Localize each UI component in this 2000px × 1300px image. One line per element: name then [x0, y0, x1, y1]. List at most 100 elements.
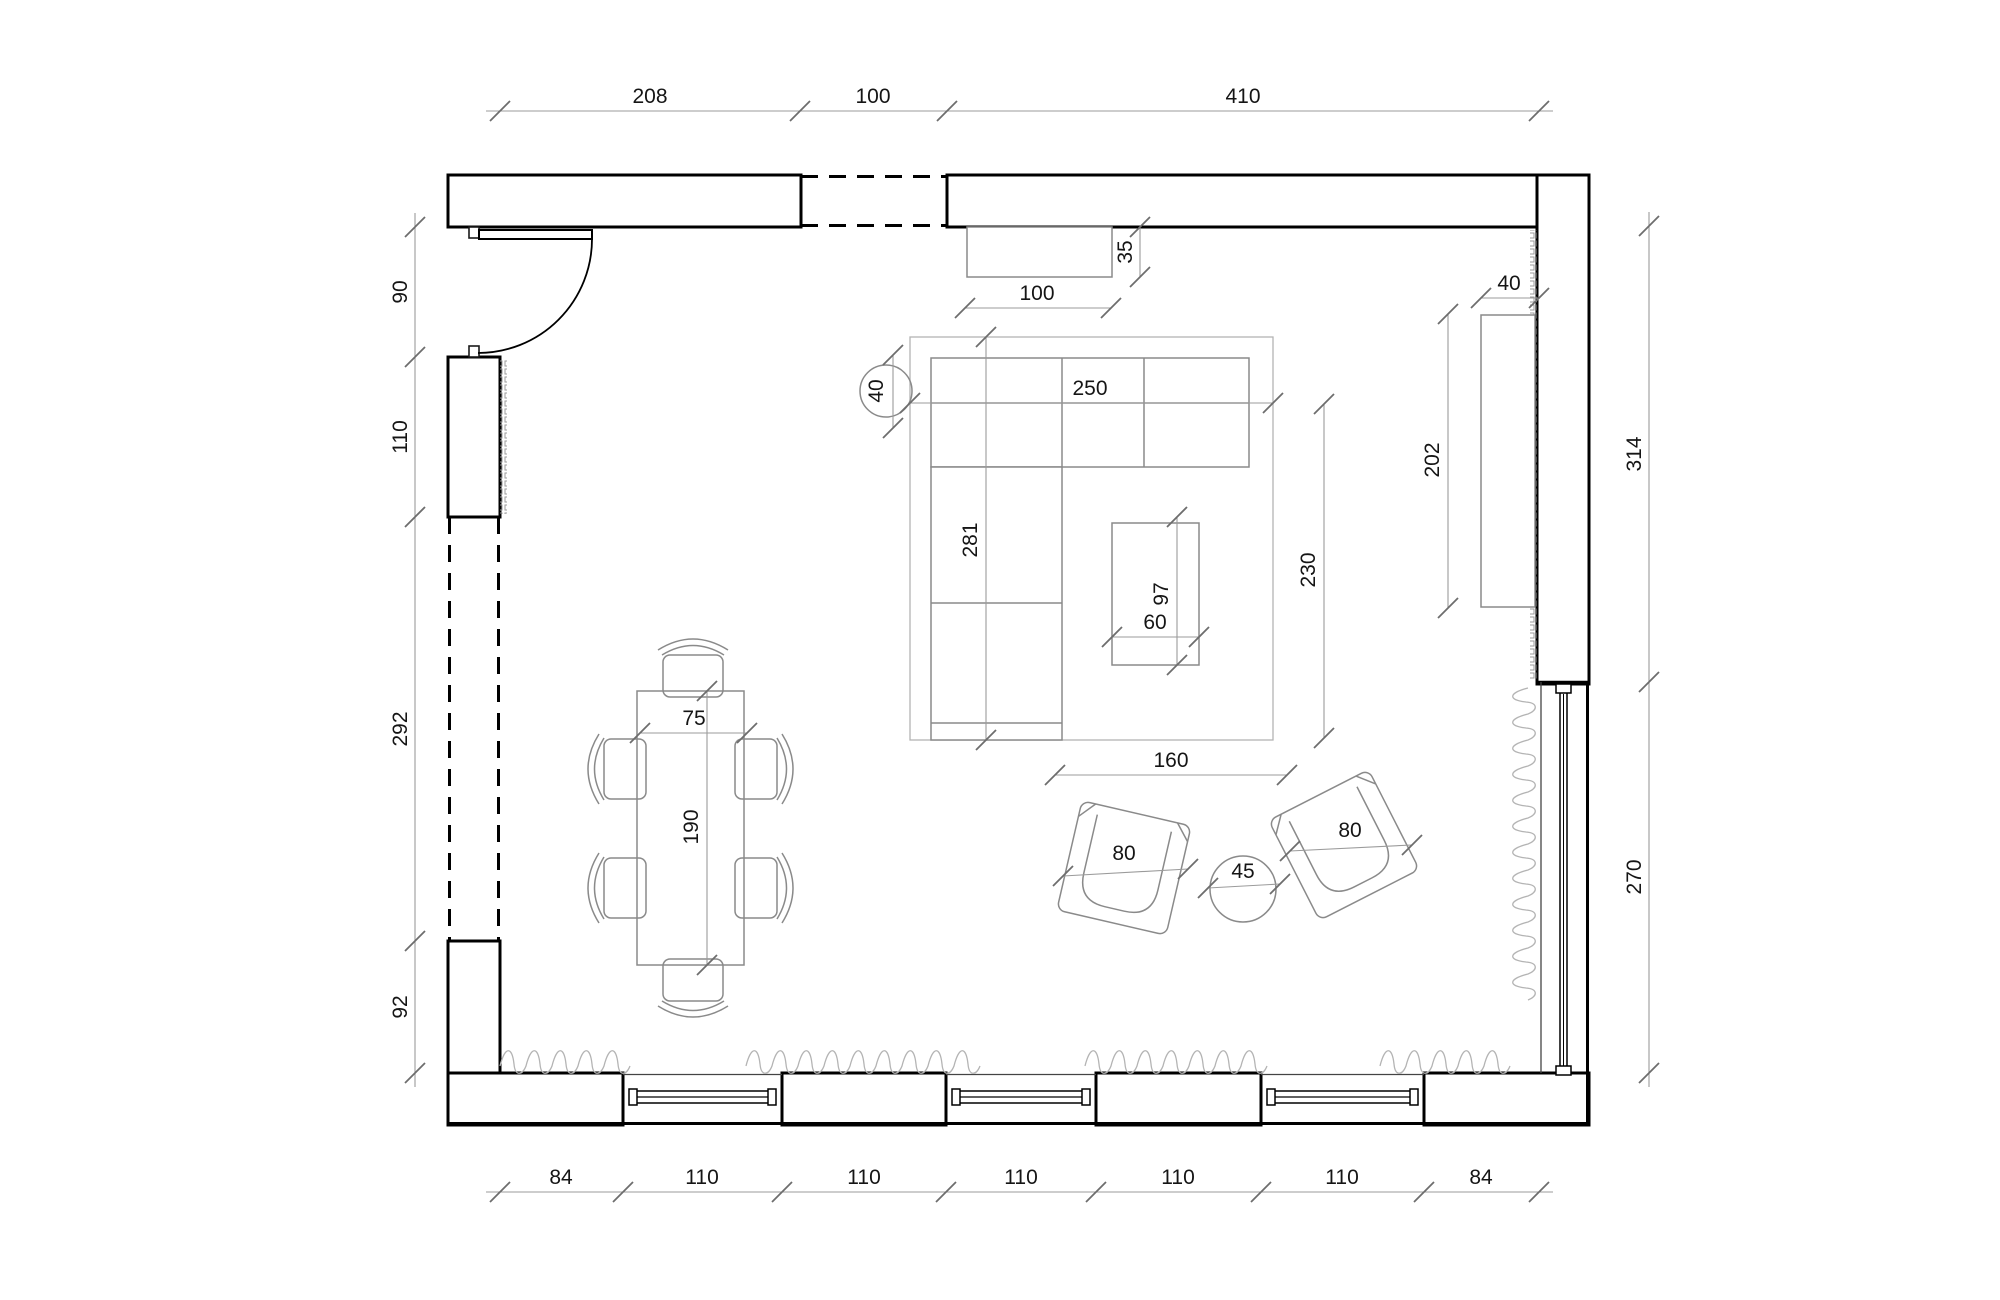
curtain-right	[1512, 687, 1536, 1001]
dim-tick	[771, 1181, 793, 1203]
dim-tick	[1437, 303, 1459, 325]
radiator-end-block	[951, 1088, 961, 1106]
window-end-block	[1555, 683, 1572, 694]
dim-tick	[1085, 1181, 1107, 1203]
dim-dining-table-width: 75	[629, 707, 758, 744]
dim-cabinet-length: 202	[1421, 303, 1459, 619]
dimension-label: 292	[389, 711, 412, 746]
wall-bottom-1	[446, 1071, 625, 1127]
dining-chair	[587, 733, 647, 805]
wall-right-upper	[1535, 173, 1591, 686]
armchair-seat	[1288, 786, 1390, 892]
dimension-label: 160	[1153, 749, 1188, 772]
sofa-clearance-outline	[909, 336, 1274, 741]
dimension-label: 80	[1112, 842, 1135, 865]
door-jamb-bottom	[468, 345, 480, 358]
dim-tick	[404, 346, 426, 368]
dimension-label: 202	[1421, 442, 1444, 477]
curtain-bottom-2	[745, 1050, 981, 1074]
chair-seat	[662, 958, 724, 1002]
dim-tick	[1250, 1181, 1272, 1203]
chair-seat	[603, 738, 647, 800]
wall-bottom-2	[780, 1071, 948, 1127]
dim-tick	[489, 1181, 511, 1203]
dim-sofa-width: 250	[899, 377, 1284, 414]
dim-tick	[935, 1181, 957, 1203]
dim-coffee-table-width: 60	[1101, 611, 1210, 648]
chair-back	[661, 644, 725, 656]
dim-tick	[1129, 216, 1151, 238]
dining-chair	[587, 852, 647, 924]
dimension-label: 230	[1297, 552, 1320, 587]
insulation-strip-left-pier	[500, 360, 507, 514]
wall-top-right	[945, 173, 1591, 229]
dimension-label: 110	[1161, 1166, 1194, 1189]
dim-line	[1289, 844, 1413, 852]
dimension-label: 60	[1143, 611, 1166, 634]
sofa-seat-row	[930, 357, 1250, 468]
dimension-label: 250	[1072, 377, 1107, 400]
dim-tick	[404, 506, 426, 528]
chair-back	[776, 737, 788, 801]
dimension-label: 110	[389, 420, 412, 453]
radiator-end-block	[1409, 1088, 1419, 1106]
radiator-end-block	[767, 1088, 777, 1106]
dim-tick	[1262, 392, 1284, 414]
dimension-label: 281	[959, 522, 982, 557]
dim-sofa-depth: 281	[959, 326, 997, 751]
window-right	[1537, 680, 1589, 1076]
dim-side-table: 40	[865, 344, 904, 439]
chair-back	[776, 856, 788, 920]
dim-line	[1207, 883, 1281, 889]
dimension-label: 100	[855, 85, 890, 108]
dimension-label: 80	[1338, 819, 1361, 842]
dimension-label: 40	[865, 379, 888, 402]
chair-seat	[734, 738, 778, 800]
dim-tick	[1276, 764, 1298, 786]
dining-table	[636, 690, 745, 966]
dining-chair	[734, 852, 794, 924]
door-leaf	[478, 229, 593, 240]
dim-tick	[789, 100, 811, 122]
dim-tick	[1197, 877, 1219, 899]
dim-tick	[1177, 858, 1199, 880]
dimension-label: 100	[1019, 282, 1054, 305]
coffee-table	[1111, 522, 1200, 666]
dimension-label: 110	[1004, 1166, 1037, 1189]
dim-tick	[1052, 865, 1074, 887]
dimension-label: 110	[847, 1166, 880, 1189]
dim-tick	[1528, 100, 1550, 122]
dim-tick	[629, 722, 651, 744]
dimension-label: 314	[1623, 436, 1646, 471]
sideboard-top	[966, 226, 1113, 278]
chair-back	[593, 856, 605, 920]
dim-round-table: 45	[1197, 860, 1291, 899]
dim-tick	[936, 100, 958, 122]
dimension-label: 110	[1325, 1166, 1358, 1189]
radiator-end-block	[1081, 1088, 1091, 1106]
armchair-left	[1057, 801, 1191, 935]
window-bottom-3	[1259, 1073, 1426, 1125]
dim-tick	[404, 930, 426, 952]
dim-tick	[1279, 840, 1301, 862]
sofa-side-table	[859, 364, 913, 418]
dim-tick	[1313, 393, 1335, 415]
dining-chair	[657, 958, 729, 1018]
dim-tick	[975, 729, 997, 751]
chair-back	[661, 1000, 725, 1012]
dim-tick	[612, 1181, 634, 1203]
dim-tick	[954, 297, 976, 319]
armchair-right	[1270, 771, 1418, 919]
chair-back-outer	[587, 852, 600, 924]
curtain-bottom-3	[1084, 1050, 1268, 1074]
dim-tick	[736, 722, 758, 744]
dim-tick	[882, 344, 904, 366]
dimension-label: 90	[389, 280, 412, 303]
dimension-label: 40	[1497, 272, 1520, 295]
armchair-outline	[1270, 771, 1418, 919]
curtain-bottom-1	[499, 1050, 631, 1074]
